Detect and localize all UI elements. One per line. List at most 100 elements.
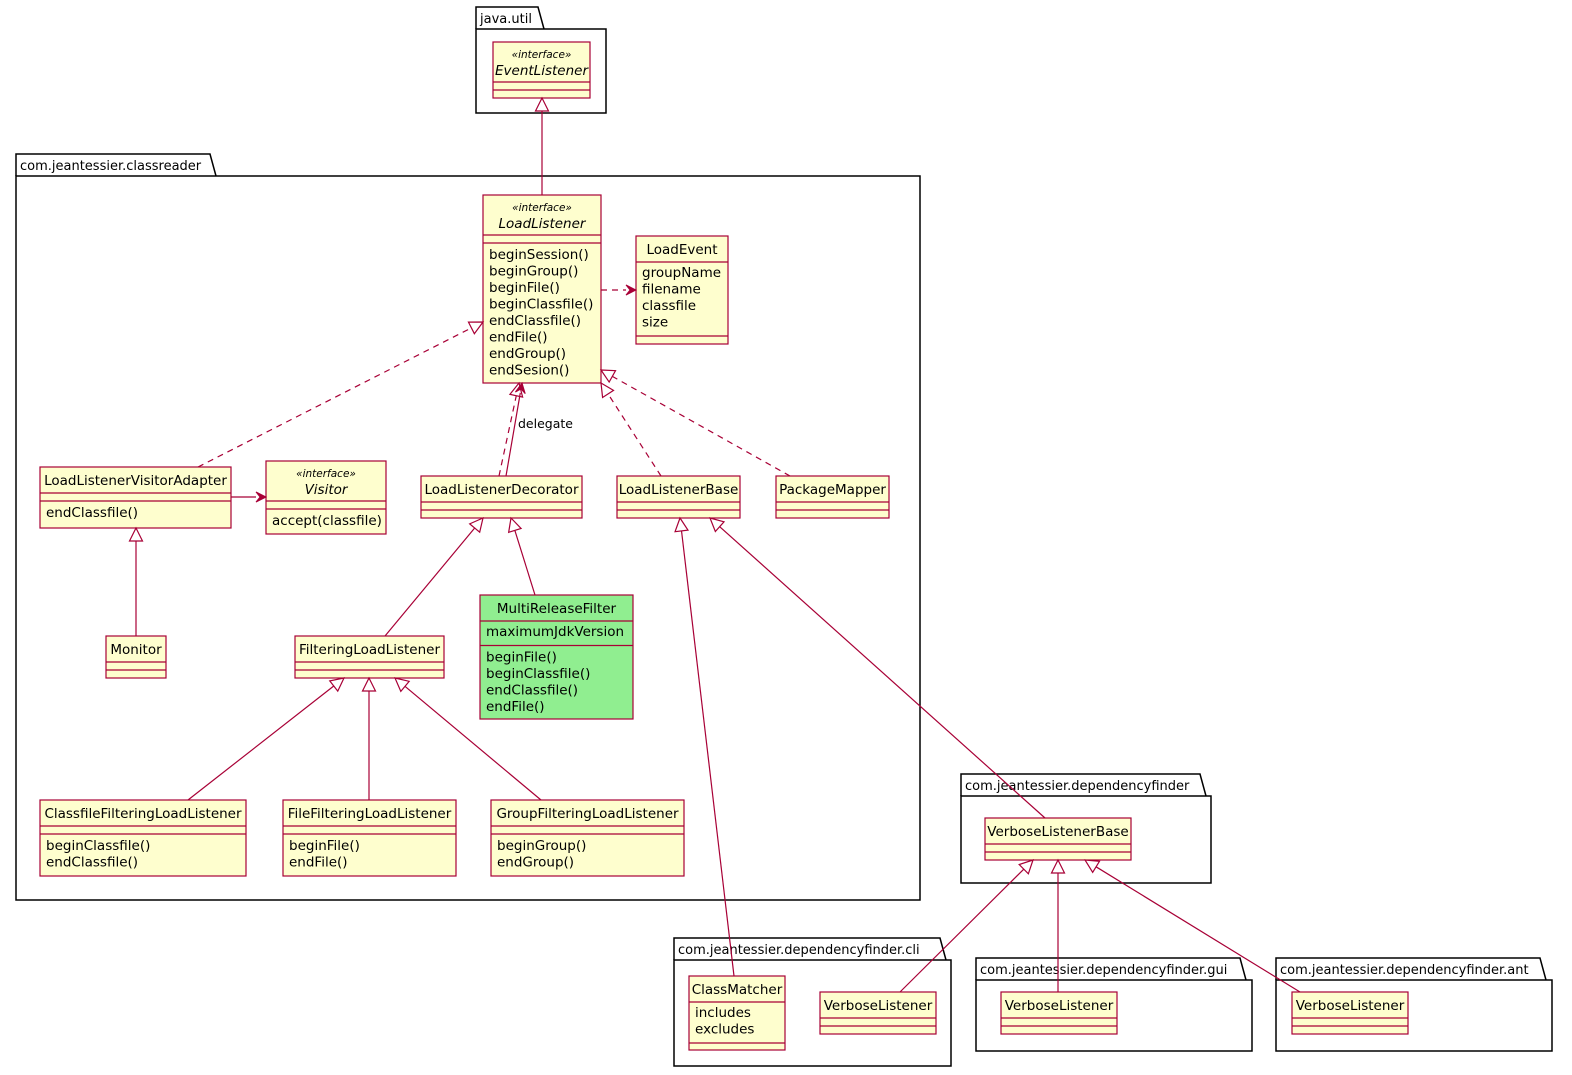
- inheritance-arrowhead: [600, 381, 615, 399]
- class-box: [1291, 991, 1409, 1035]
- class-box: [420, 475, 583, 519]
- class-box: [635, 235, 729, 345]
- class-name: ClassMatcher: [692, 982, 783, 998]
- class-group-filtering[interactable]: GroupFilteringLoadListenerbeginGroup()en…: [490, 799, 685, 877]
- package-frame: [15, 175, 921, 901]
- class-package-mapper[interactable]: PackageMapper: [775, 475, 890, 519]
- class-name: VerboseListener: [1005, 998, 1114, 1014]
- relation-verbose-cli-extends-verbose-base: [899, 859, 1034, 993]
- class-method: endGroup(): [489, 346, 566, 362]
- class-multi-release[interactable]: MultiReleaseFiltermaximumJdkVersionbegin…: [479, 594, 634, 720]
- class-method: accept(classfile): [272, 513, 382, 529]
- relation-group-filtering-extends-filtering: [393, 677, 542, 801]
- association-arrowhead: [625, 284, 638, 296]
- relation-visitor-adapter-implements-load-listener: [197, 321, 485, 468]
- class-method: beginClassfile(): [486, 666, 590, 682]
- class-event-listener[interactable]: «interface»EventListener: [492, 41, 591, 99]
- class-method: endFile(): [486, 699, 545, 715]
- class-name: ClassfileFilteringLoadListener: [44, 806, 242, 822]
- class-filtering[interactable]: FilteringLoadListener: [294, 635, 445, 679]
- class-name: VerboseListenerBase: [987, 824, 1128, 840]
- relation-class-matcher-extends-listener-base: [674, 516, 735, 977]
- relation-load-listener-uses-load-event: [601, 284, 638, 296]
- class-box: [490, 799, 685, 877]
- relation-listener-base-implements-load-listener: [600, 381, 662, 477]
- class-box: [1000, 991, 1118, 1035]
- class-name: LoadEvent: [646, 242, 717, 258]
- package-tab: [975, 957, 1247, 981]
- package-name: com.jeantessier.dependencyfinder.gui: [980, 963, 1227, 978]
- packages-layer: java.utilcom.jeantessier.classreadercom.…: [15, 6, 1553, 1067]
- class-method: beginClassfile(): [489, 297, 593, 313]
- relation-line: [612, 375, 791, 477]
- class-monitor[interactable]: Monitor: [105, 635, 167, 679]
- relation-line: [505, 392, 521, 477]
- class-method: endGroup(): [497, 855, 574, 871]
- relation-line: [384, 527, 476, 637]
- association-arrowhead: [255, 491, 268, 503]
- class-name: Monitor: [110, 642, 162, 658]
- class-name: LoadListener: [499, 216, 587, 232]
- package-tab: [1275, 957, 1547, 981]
- class-method: beginClassfile(): [46, 838, 150, 854]
- class-name: EventListener: [495, 63, 589, 79]
- class-name: LoadListenerVisitorAdapter: [44, 473, 227, 489]
- inheritance-arrowhead: [599, 369, 617, 384]
- class-load-listener[interactable]: «interface»LoadListenerbeginSession()beg…: [482, 194, 602, 384]
- association-arrowhead: [514, 381, 526, 395]
- inheritance-arrowhead: [1083, 859, 1101, 874]
- relation-label: delegate: [518, 416, 573, 431]
- relation-line: [899, 868, 1025, 993]
- class-file-filtering[interactable]: FileFilteringLoadListenerbeginFile()endF…: [282, 799, 457, 877]
- class-method: endSesion(): [489, 363, 569, 379]
- relation-line: [680, 530, 735, 977]
- classes-layer: «interface»EventListener «interface»LoadL…: [39, 41, 1409, 1051]
- class-method: beginGroup(): [497, 838, 586, 854]
- inheritance-arrowhead: [709, 517, 726, 533]
- class-field: groupName: [642, 265, 721, 281]
- class-box: [105, 635, 167, 679]
- relation-file-filtering-extends-filtering: [361, 676, 377, 800]
- class-name: FilteringLoadListener: [299, 642, 440, 658]
- class-field: excludes: [695, 1022, 754, 1038]
- class-verbose-cli[interactable]: VerboseListener: [819, 991, 937, 1035]
- relation-verbose-ant-extends-verbose-base: [1083, 859, 1301, 993]
- inheritance-arrowhead: [1018, 859, 1034, 875]
- relation-verbose-gui-extends-verbose-base: [1050, 858, 1066, 992]
- class-verbose-gui[interactable]: VerboseListener: [1000, 991, 1118, 1035]
- class-method: beginFile(): [486, 650, 557, 666]
- class-box: [688, 975, 786, 1051]
- class-method: endClassfile(): [489, 313, 581, 329]
- inheritance-arrowhead: [361, 676, 377, 692]
- class-verbose-base[interactable]: VerboseListenerBase: [984, 817, 1132, 861]
- package-classreader: com.jeantessier.classreader: [15, 153, 921, 901]
- relation-line: [719, 526, 1046, 819]
- relation-line: [187, 685, 335, 801]
- inheritance-arrowhead: [128, 526, 144, 542]
- relation-classfile-filtering-extends-filtering: [187, 677, 346, 801]
- class-method: beginGroup(): [489, 264, 578, 280]
- relation-monitor-extends-visitor-adapter: [128, 526, 144, 636]
- class-box: [819, 991, 937, 1035]
- relation-multi-release-extends-decorator: [507, 516, 536, 596]
- class-name: VerboseListener: [824, 998, 933, 1014]
- class-listener-base[interactable]: LoadListenerBase: [616, 475, 741, 519]
- class-box: [482, 194, 602, 384]
- relation-filtering-extends-decorator: [384, 516, 484, 637]
- relation-line: [404, 685, 542, 801]
- class-box: [294, 635, 445, 679]
- class-classfile-filtering[interactable]: ClassfileFilteringLoadListener beginClass…: [39, 799, 247, 877]
- relation-line: [607, 393, 662, 477]
- class-decorator[interactable]: LoadListenerDecorator: [420, 475, 583, 519]
- class-method: endFile(): [489, 330, 548, 346]
- inheritance-arrowhead: [467, 321, 485, 335]
- class-field: classfile: [642, 298, 696, 314]
- relation-load-listener-extends-event-listener: [534, 96, 550, 195]
- class-verbose-ant[interactable]: VerboseListener: [1291, 991, 1409, 1035]
- package-name: com.jeantessier.classreader: [20, 159, 202, 174]
